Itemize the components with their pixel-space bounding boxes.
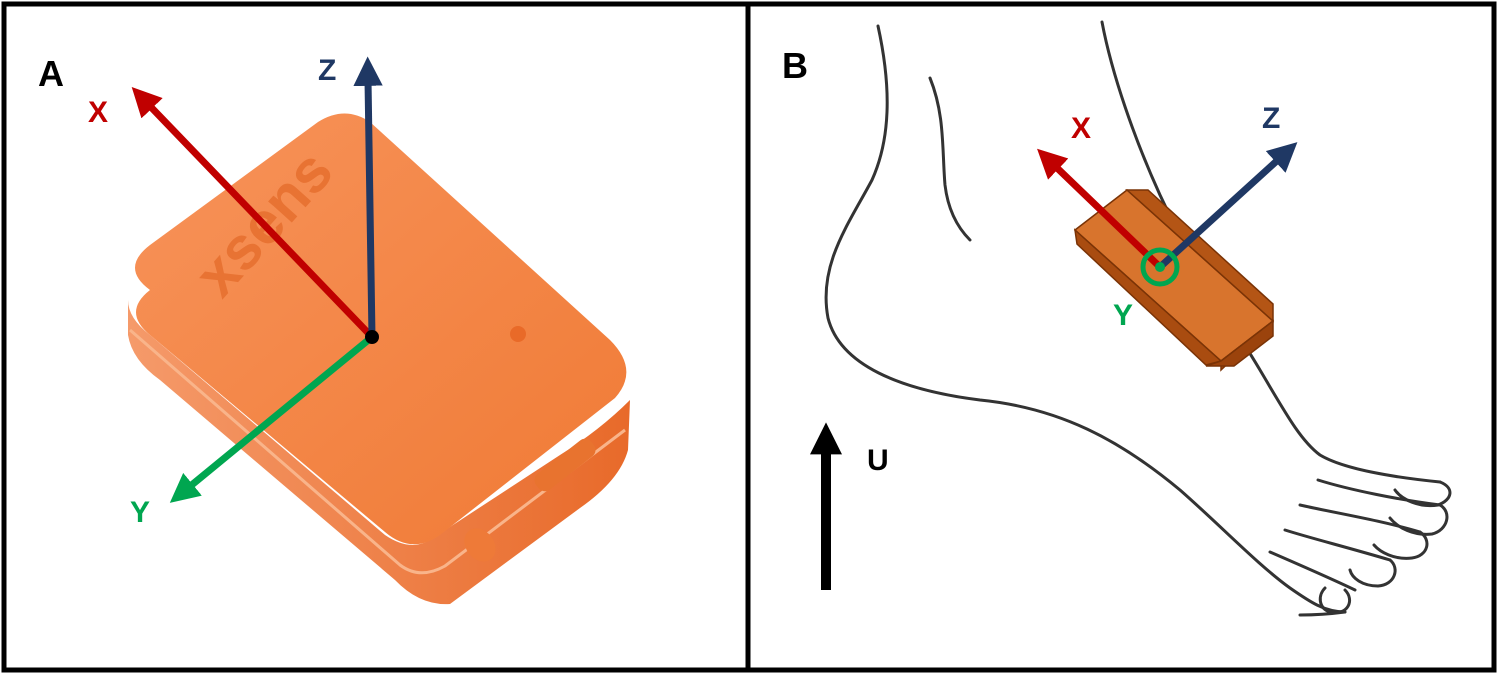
- z-axis-arrow: [368, 80, 372, 337]
- x-axis-label: X: [88, 96, 108, 129]
- panel-b-letter: B: [782, 45, 808, 86]
- up-label: U: [867, 444, 889, 477]
- origin-dot: [365, 330, 379, 344]
- z-axis-label: Z: [318, 54, 336, 87]
- sensor-led: [510, 326, 526, 342]
- b-y-axis-label: Y: [1113, 299, 1133, 332]
- y-axis-label: Y: [130, 496, 150, 529]
- b-x-axis-label: X: [1071, 112, 1091, 145]
- panel-a-letter: A: [38, 53, 64, 94]
- b-origin-dot: [1155, 262, 1165, 272]
- b-z-axis-label: Z: [1262, 102, 1280, 135]
